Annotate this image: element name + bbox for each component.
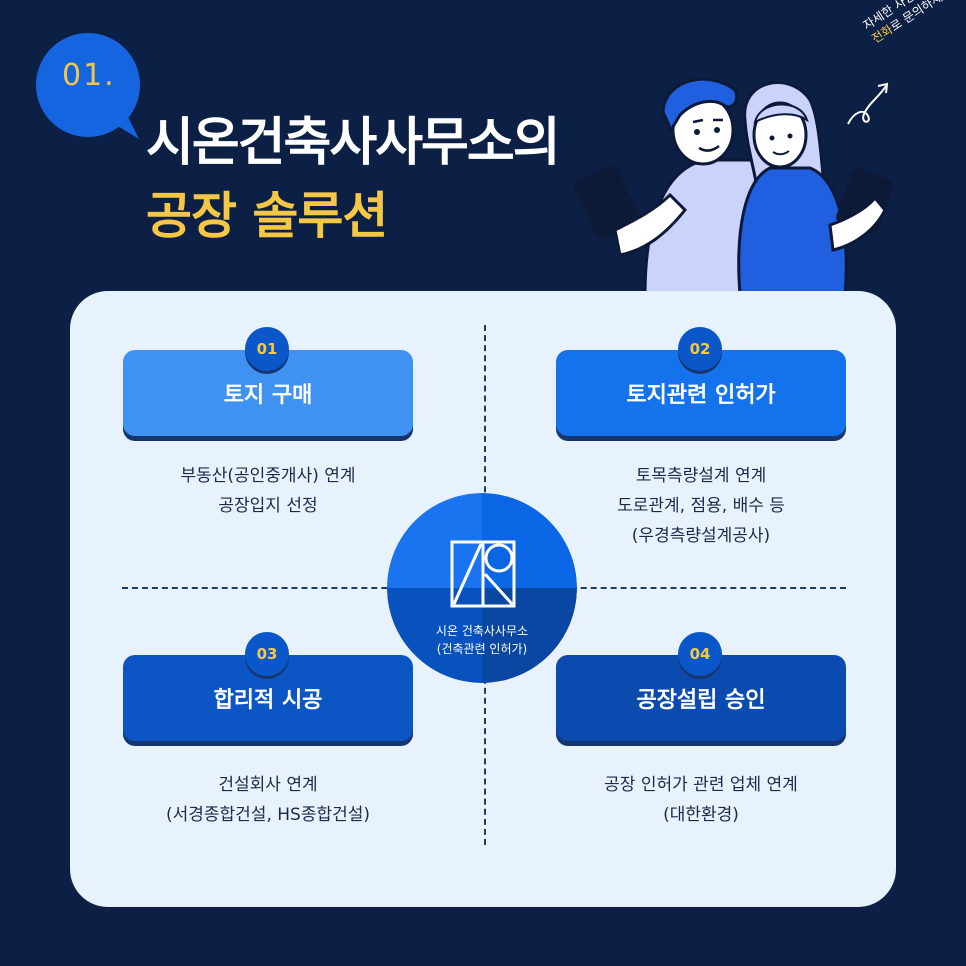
step-desc-line: 부동산(공인중개사) 연계	[180, 466, 356, 486]
step-desc-line: 도로관계, 점용, 배수 등	[617, 496, 785, 516]
step-badge-03: 03	[245, 632, 289, 676]
step-desc-line: (서경종합건설, HS종합건설)	[165, 805, 371, 825]
people-with-tablets-illustration	[575, 77, 894, 295]
section-number: 01.	[62, 58, 116, 93]
step-desc-line: (우경측량설계공사)	[631, 526, 771, 546]
page-title: 시온건축사사무소의	[146, 113, 561, 173]
page-subtitle: 공장 솔루션	[146, 187, 388, 245]
curved-arrow-icon	[847, 82, 889, 125]
step-title-01: 토지 구매	[223, 383, 313, 408]
number-speech-bubble	[36, 33, 140, 139]
step-desc-01: 부동산(공인중개사) 연계 공장입지 선정	[108, 461, 428, 521]
center-company-circle	[387, 493, 577, 683]
step-title-03: 합리적 시공	[213, 688, 323, 713]
center-label: 시온 건축사사무소 (건축관련 인허가)	[387, 622, 577, 658]
step-title-02: 토지관련 인허가	[626, 383, 776, 408]
step-desc-line: 공장 인허가 관련 업체 연계	[604, 775, 798, 795]
step-badge-02: 02	[678, 327, 722, 371]
step-desc-02: 토목측량설계 연계 도로관계, 점용, 배수 등 (우경측량설계공사)	[541, 461, 861, 551]
step-badge-04: 04	[678, 632, 722, 676]
center-label-line1: 시온 건축사사무소	[435, 624, 529, 638]
step-desc-line: 토목측량설계 연계	[635, 466, 767, 486]
company-logo	[450, 540, 516, 608]
step-desc-03: 건설회사 연계 (서경종합건설, HS종합건설)	[108, 770, 428, 830]
center-label-line2: (건축관련 인허가)	[436, 642, 528, 656]
step-desc-line: (대한환경)	[663, 805, 739, 825]
step-title-04: 공장설립 승인	[636, 688, 766, 713]
contact-note: 자세한 사항은 전화로 문의하세요	[860, 0, 966, 47]
step-badge-01: 01	[245, 327, 289, 371]
step-desc-04: 공장 인허가 관련 업체 연계 (대한환경)	[541, 770, 861, 830]
step-desc-line: 건설회사 연계	[218, 775, 318, 795]
step-desc-line: 공장입지 선정	[218, 496, 318, 516]
